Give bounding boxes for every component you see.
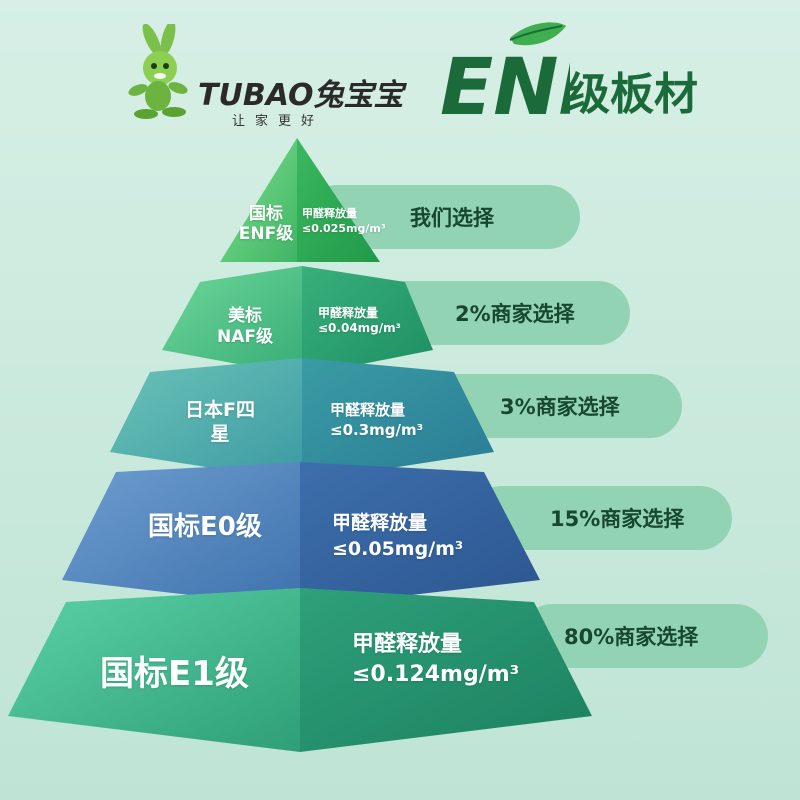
enf-title-logo: ENF 级板材 [440, 18, 730, 128]
share-text: 80%商家选择 [564, 625, 699, 649]
tier-5-label: 国标E1级 [100, 654, 249, 694]
tier-3-label: 日本F四星 [185, 399, 255, 445]
share-text: 我们选择 [410, 206, 494, 230]
share-text: 2%商家选择 [455, 302, 575, 326]
pyramid-tier-2 [162, 266, 433, 376]
brand-logo: TUBAO兔宝宝 让家更好 [118, 24, 404, 129]
tier-5-desc: 甲醛释放量≤0.124mg/m³ [352, 632, 520, 687]
share-text: 3%商家选择 [500, 395, 620, 419]
title-text: 级板材 [566, 69, 698, 120]
rabbit-mascot-icon [128, 24, 188, 119]
tier-1-desc: 甲醛释放量≤0.025mg/m³ [302, 207, 386, 235]
pyramid-tier-4 [62, 462, 540, 608]
tier-2-desc: 甲醛释放量≤0.04mg/m³ [318, 306, 401, 335]
share-text: 15%商家选择 [550, 507, 685, 531]
enf-mark: ENF [440, 43, 570, 128]
pyramid-tier-1 [220, 138, 380, 262]
pyramid-tier-3 [110, 358, 494, 482]
tier-4-desc: 甲醛释放量≤0.05mg/m³ [332, 512, 464, 560]
tier-4-label: 国标E0级 [148, 512, 262, 542]
pyramid-tier-5 [8, 588, 592, 752]
tier-1-label: 国标ENF级 [238, 204, 294, 244]
enf-logo-mark: ENF [440, 22, 570, 128]
brand-slogan: 让家更好 [232, 114, 325, 129]
brand-name: TUBAO兔宝宝 [198, 78, 404, 113]
tier-2-label: 美标NAF级 [217, 306, 273, 347]
tier-3-desc: 甲醛释放量≤0.3mg/m³ [330, 401, 424, 439]
